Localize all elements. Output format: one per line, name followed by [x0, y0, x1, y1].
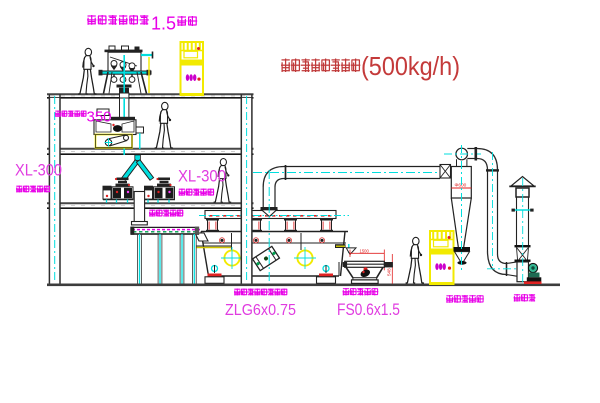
svg-text:FS0.6x1.5: FS0.6x1.5	[337, 301, 400, 319]
svg-text:1500: 1500	[360, 248, 370, 253]
svg-text:350: 350	[87, 109, 112, 126]
svg-text:XL-300: XL-300	[178, 168, 226, 186]
svg-text:(500kg/h): (500kg/h)	[361, 51, 460, 81]
svg-text:XL-300: XL-300	[15, 162, 62, 180]
svg-text:Φ600: Φ600	[455, 183, 467, 189]
svg-text:ZLG6x0.75: ZLG6x0.75	[225, 302, 296, 319]
svg-text:1.5: 1.5	[151, 14, 176, 34]
svg-text:548: 548	[387, 268, 392, 276]
